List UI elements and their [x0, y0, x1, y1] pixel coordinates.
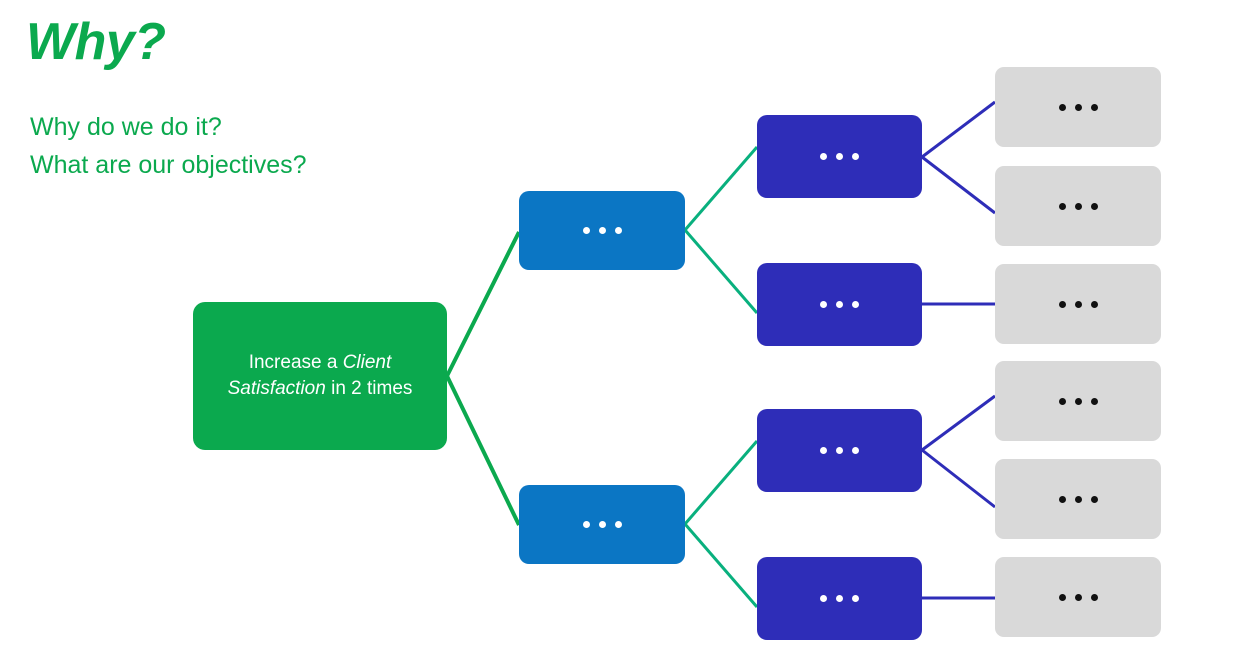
- ellipsis-icon: [1058, 103, 1098, 111]
- ellipsis-icon: [820, 595, 859, 602]
- node-level4-3[interactable]: ...: [995, 264, 1161, 344]
- connector-l2-1-to-l3-2: [683, 229, 759, 314]
- node-level2-2[interactable]: ...: [519, 485, 685, 564]
- connector-l3-3-to-l4-4: [921, 394, 996, 452]
- subtitle-line-1: Why do we do it?: [30, 113, 222, 141]
- page-title: Why?: [26, 13, 166, 71]
- node-level4-6[interactable]: ...: [995, 557, 1161, 637]
- ellipsis-icon: [1058, 495, 1098, 503]
- ellipsis-icon: [1058, 397, 1098, 405]
- ellipsis-icon: [820, 153, 859, 160]
- node-level4-1[interactable]: ...: [995, 67, 1161, 147]
- ellipsis-icon: [582, 227, 622, 234]
- node-level4-4[interactable]: ...: [995, 361, 1161, 441]
- node-root-text-prefix: Increase a: [248, 352, 343, 373]
- ellipsis-icon: [1058, 593, 1098, 601]
- node-level2-1[interactable]: ...: [519, 191, 685, 270]
- node-level3-2[interactable]: ...: [757, 263, 922, 346]
- node-level4-2[interactable]: ...: [995, 166, 1161, 246]
- node-root-text: Increase a Client Satisfaction in 2 time…: [209, 350, 431, 402]
- connector-l3-1-to-l4-2: [921, 155, 996, 215]
- connector-l3-1-to-l4-1: [921, 100, 996, 159]
- node-level4-5[interactable]: ...: [995, 459, 1161, 539]
- connector-l2-2-to-l3-4: [683, 523, 759, 608]
- node-level3-3[interactable]: ...: [757, 409, 922, 492]
- node-level3-4[interactable]: ...: [757, 557, 922, 640]
- connector-root-to-l2-2: [445, 375, 521, 526]
- node-level3-1[interactable]: ...: [757, 115, 922, 198]
- connector-l3-3-to-l4-5: [921, 448, 996, 509]
- node-root-text-suffix: in 2 times: [325, 378, 413, 399]
- ellipsis-icon: [1058, 202, 1098, 210]
- ellipsis-icon: [820, 301, 859, 308]
- connector-l2-1-to-l3-1: [683, 146, 759, 231]
- subtitle-line-2: What are our objectives?: [30, 151, 307, 179]
- subtitle-block: Why do we do it? What are our objectives…: [30, 108, 307, 184]
- connector-l2-2-to-l3-3: [683, 440, 759, 525]
- connector-root-to-l2-1: [445, 231, 521, 377]
- node-root-objective[interactable]: Increase a Client Satisfaction in 2 time…: [193, 302, 447, 450]
- node-root-text-emphasis: Client Satisfaction: [227, 352, 392, 399]
- ellipsis-icon: [582, 521, 622, 528]
- ellipsis-icon: [820, 447, 859, 454]
- ellipsis-icon: [1058, 300, 1098, 308]
